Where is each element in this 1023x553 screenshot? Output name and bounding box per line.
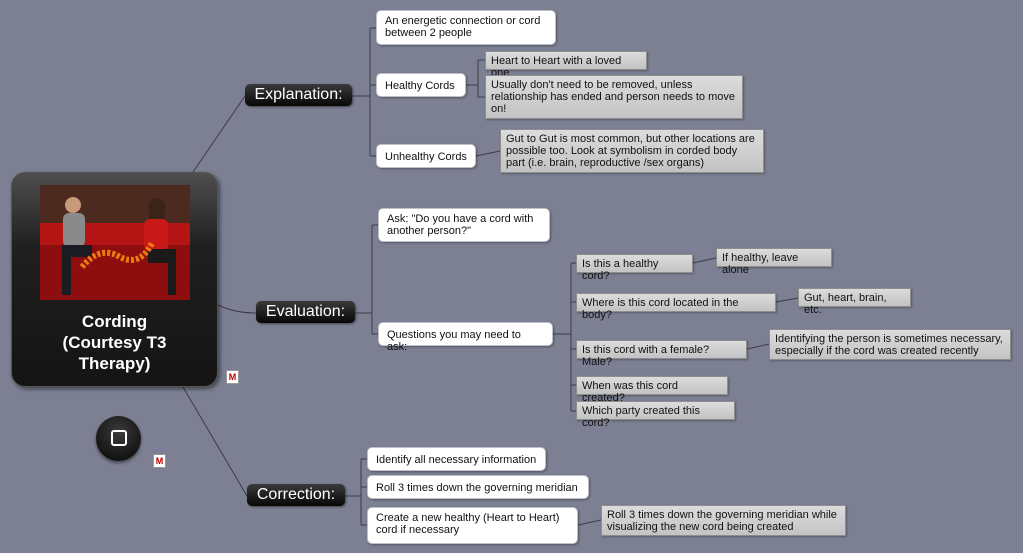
square-icon [111, 430, 127, 446]
answer-healthy[interactable]: If healthy, leave alone [716, 248, 832, 276]
overview-button[interactable] [96, 416, 141, 461]
branch-explanation[interactable]: Explanation: [245, 84, 352, 106]
question-party[interactable]: Which party created this cord? [576, 401, 735, 429]
map-note-icon[interactable]: M [226, 370, 239, 384]
topic-heart-to-heart[interactable]: Heart to Heart with a loved one [485, 51, 647, 79]
topic-removal-note[interactable]: Usually don't need to be removed, unless… [485, 75, 743, 119]
topic-unhealthy-detail[interactable]: Gut to Gut is most common, but other loc… [500, 129, 764, 173]
topic-definition[interactable]: An energetic connection or cord between … [376, 10, 556, 45]
branch-evaluation[interactable]: Evaluation: [256, 301, 355, 323]
answer-location[interactable]: Gut, heart, brain, etc. [798, 288, 911, 316]
central-topic-image [40, 185, 190, 300]
question-healthy[interactable]: Is this a healthy cord? [576, 254, 693, 282]
question-when[interactable]: When was this cord created? [576, 376, 728, 404]
topic-create-cord[interactable]: Create a new healthy (Heart to Heart) co… [367, 507, 578, 544]
topic-ask-cord[interactable]: Ask: "Do you have a cord with another pe… [378, 208, 550, 242]
central-topic-title: Cording (Courtesy T3 Therapy) [62, 312, 167, 373]
topic-identify[interactable]: Identify all necessary information [367, 447, 546, 471]
central-topic[interactable]: Cording (Courtesy T3 Therapy) [11, 172, 218, 387]
question-location[interactable]: Where is this cord located in the body? [576, 293, 776, 321]
map-note-icon[interactable]: M [153, 454, 166, 468]
topic-questions[interactable]: Questions you may need to ask: [378, 322, 553, 353]
answer-gender[interactable]: Identifying the person is sometimes nece… [769, 329, 1011, 360]
branch-correction[interactable]: Correction: [247, 484, 345, 506]
topic-roll-visualize[interactable]: Roll 3 times down the governing meridian… [601, 505, 846, 536]
question-gender[interactable]: Is this cord with a female? Male? [576, 340, 747, 368]
topic-roll[interactable]: Roll 3 times down the governing meridian [367, 475, 589, 499]
topic-unhealthy-cords[interactable]: Unhealthy Cords [376, 144, 476, 168]
topic-healthy-cords[interactable]: Healthy Cords [376, 73, 466, 97]
